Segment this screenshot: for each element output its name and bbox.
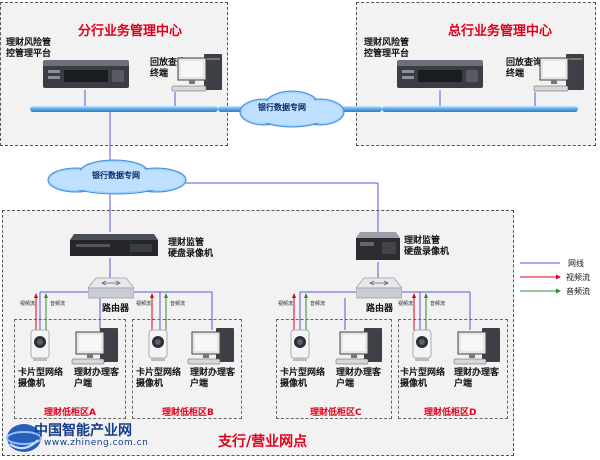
head-platform-server-icon: [397, 60, 483, 88]
flow-label-video-c: 视频流: [278, 301, 294, 307]
head-terminal-label: 回放查询 终端: [506, 58, 543, 79]
zone-c-camera-icon: [290, 329, 310, 361]
zone-d-camera-icon: [412, 329, 432, 361]
right-router-icon: [356, 277, 402, 299]
branch-platform-server-icon: [43, 60, 129, 88]
flow-label-video-b: 视频流: [136, 301, 152, 307]
flow-label-audio-b: 音频流: [170, 301, 186, 307]
legend-cable-label: 网线: [568, 259, 584, 268]
zone-a-client-label: 理财办理客 户端: [74, 368, 120, 389]
logo-name: 中国智能产业网: [34, 423, 132, 439]
zone-c-client-computer-icon: [335, 328, 382, 365]
branch-terminal-label: 回放查询 终端: [150, 58, 187, 79]
outlet-title: 支行/营业网点: [218, 434, 308, 450]
right-router-label: 路由器: [366, 304, 394, 314]
flow-label-video-a: 视频流: [20, 301, 36, 307]
zone-box-c: [276, 319, 392, 419]
flow-label-audio-d: 音频流: [430, 301, 446, 307]
branch-terminal-computer-icon: [171, 54, 222, 92]
zone-d-client-computer-icon: [453, 328, 500, 365]
zone-box-d: [398, 319, 508, 419]
legend-audio-label: 音频流: [566, 287, 590, 296]
top-network-cloud-label: 银行数据专网: [258, 103, 306, 112]
zone-b-camera-icon: [148, 329, 168, 361]
branch-platform-label: 理财风险管 控管理平台: [6, 38, 52, 59]
zone-b-client-label: 理财办理客 户端: [190, 368, 236, 389]
zone-d-label: 理财低柜区D: [424, 408, 477, 418]
zone-box-b: [132, 319, 242, 419]
right-nvr-recorder-icon: [356, 232, 400, 260]
top-network-cloud-icon: [239, 90, 345, 128]
zone-box-a: [14, 319, 126, 419]
zone-a-label: 理财低柜区A: [44, 408, 96, 418]
zone-a-camera-icon: [30, 329, 50, 361]
flow-label-video-d: 视频流: [398, 301, 414, 307]
head-network-bus: [382, 106, 578, 112]
head-platform-label: 理财风险管 控管理平台: [364, 38, 410, 59]
logo-url: www.zhineng.com.cn: [44, 438, 149, 448]
flow-arrows: [34, 293, 428, 330]
mid-network-cloud-label: 银行数据专网: [92, 171, 140, 180]
zone-a-client-computer-icon: [71, 328, 118, 365]
left-nvr-recorder-icon: [70, 234, 158, 256]
head-terminal-computer-icon: [533, 54, 584, 92]
zone-d-client-label: 理财办理客 户端: [454, 368, 500, 389]
head-center-title: 总行业务管理中心: [448, 24, 553, 39]
branch-center-title: 分行业务管理中心: [78, 24, 183, 39]
zone-c-label: 理财低柜区C: [310, 408, 362, 418]
zone-b-camera-label: 卡片型网络 摄像机: [136, 368, 182, 389]
zone-b-client-computer-icon: [187, 328, 234, 365]
branch-network-bus: [30, 106, 218, 112]
mid-network-cloud-icon: [47, 159, 187, 195]
zone-c-camera-label: 卡片型网络 摄像机: [280, 368, 326, 389]
flow-label-audio-a: 音频流: [50, 301, 66, 307]
right-nvr-label: 理财监管 硬盘录像机: [404, 236, 450, 257]
zone-d-camera-label: 卡片型网络 摄像机: [400, 368, 446, 389]
zone-a-camera-label: 卡片型网络 摄像机: [18, 368, 64, 389]
zone-b-label: 理财低柜区B: [162, 408, 214, 418]
legend-video-label: 视频流: [566, 273, 590, 282]
left-nvr-label: 理财监管 硬盘录像机: [168, 238, 214, 259]
zone-c-client-label: 理财办理客 户端: [336, 368, 382, 389]
left-router-label: 路由器: [102, 304, 130, 314]
logo-globe-icon: [6, 424, 42, 452]
left-router-icon: [88, 277, 134, 299]
flow-label-audio-c: 音频流: [310, 301, 326, 307]
